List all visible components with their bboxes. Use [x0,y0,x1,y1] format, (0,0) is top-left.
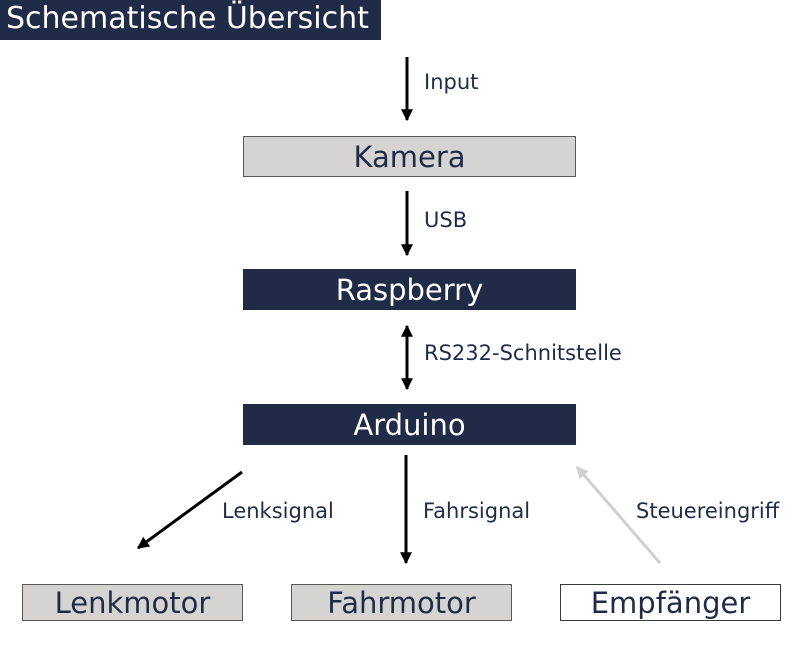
edge-label-fahrsignal: Fahrsignal [423,499,531,523]
edge-label-input: Input [424,70,479,94]
node-lenkmotor: Lenkmotor [22,584,243,621]
page-title: Schematische Übersicht [0,0,381,40]
node-fahrmotor: Fahrmotor [291,584,512,621]
node-kamera: Kamera [243,136,576,177]
node-empfaenger: Empfänger [560,584,781,621]
edge-label-usb: USB [424,208,468,232]
node-raspberry: Raspberry [243,269,576,310]
arrow-steuereingriff [575,466,662,564]
edge-label-rs232: RS232-Schnitstelle [424,341,622,365]
arrow-lenksignal [137,470,243,550]
edge-label-steuereingriff: Steuereingriff [636,499,780,523]
node-arduino: Arduino [243,404,576,445]
edge-label-lenksignal: Lenksignal [222,499,334,523]
